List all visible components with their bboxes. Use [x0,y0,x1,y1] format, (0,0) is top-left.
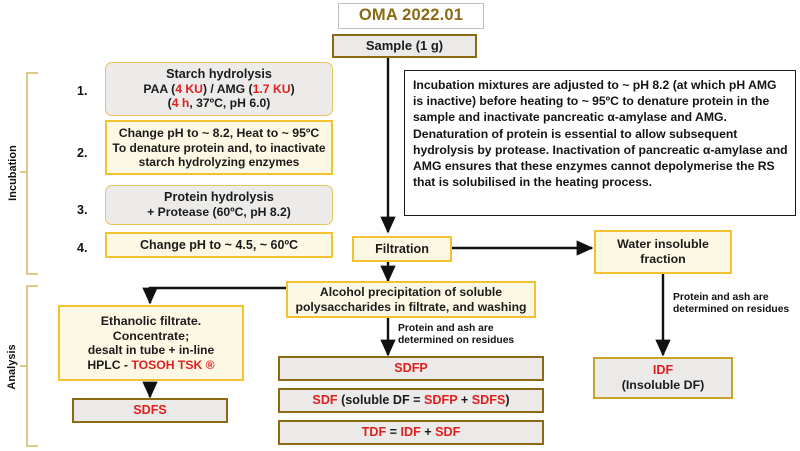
tdf-label: TDF = IDF + SDF [361,425,461,440]
result-box-sdfs: SDFS [72,398,228,423]
step2-line3: starch hydrolyzing enzymes [138,154,300,169]
ethanolic-line2: Concentrate; [112,328,190,343]
ethanolic-line1: Ethanolic filtrate. [100,314,202,329]
filtration-box: Filtration [352,236,452,262]
step1-line3: (4 h, 37ºC, pH 6.0) [167,96,271,111]
incubation-note-box: Incubation mixtures are adjusted to ~ pH… [404,70,796,216]
filtration-label: Filtration [375,241,429,256]
sdf-label: SDF (soluble DF = SDFP + SDFS) [312,393,510,408]
alcohol-precipitation-box: Alcohol precipitation of soluble polysac… [286,281,536,318]
step-box-protein-hydrolysis: Protein hydrolysis + Protease (60ºC, pH … [105,185,333,225]
step-number-3: 3. [77,203,88,217]
step-number-2: 2. [77,146,88,160]
result-box-sdf: SDF (soluble DF = SDFP + SDFS) [278,388,544,413]
section-label-incubation: Incubation [7,145,19,201]
water-insoluble-box: Water insoluble fraction [594,230,732,274]
oma-title-label: OMA 2022.01 [358,6,464,25]
incubation-note-text: Incubation mixtures are adjusted to ~ pH… [413,78,788,190]
step4-line1: Change pH to ~ 4.5, ~ 60ºC [139,237,299,252]
step-box-starch-hydrolysis: Starch hydrolysis PAA (4 KU) / AMG (1.7 … [105,62,333,116]
caption-right-line1: Protein and ash are [673,292,769,303]
water-insoluble-line1: Water insoluble [617,237,709,252]
ethanolic-filtrate-box: Ethanolic filtrate. Concentrate; desalt … [58,305,244,381]
step1-line1: Starch hydrolysis [166,67,272,82]
step3-line1: Protein hydrolysis [164,190,274,205]
section-label-analysis: Analysis [6,344,18,390]
idf-sub-label: (Insoluble DF) [621,378,705,393]
sdfp-label: SDFP [394,361,428,376]
caption-protein-ash-left: Protein and ash are determined on residu… [398,323,548,348]
sample-box: Sample (1 g) [332,34,477,58]
step-box-change-ph-45: Change pH to ~ 4.5, ~ 60ºC [105,232,333,258]
sdfs-label: SDFS [133,403,167,418]
caption-left-line2: determined on residues [398,335,515,347]
ethanolic-line4: HPLC - TOSOH TSK ® [87,357,215,372]
result-box-sdfp: SDFP [278,356,544,381]
idf-label: IDF [652,363,674,378]
step-number-1: 1. [77,84,88,98]
caption-protein-ash-right: Protein and ash are determined on residu… [673,292,800,317]
step-box-change-ph-heat: Change pH to ~ 8.2, Heat to ~ 95ºC To de… [105,120,333,175]
step2-line1: Change pH to ~ 8.2, Heat to ~ 95ºC [118,126,320,141]
step-number-4: 4. [77,241,88,255]
caption-right-line2: determined on residues [673,304,790,316]
result-box-tdf: TDF = IDF + SDF [278,420,544,445]
step1-line2: PAA (4 KU) / AMG (1.7 KU) [143,82,295,97]
sample-label: Sample (1 g) [365,38,444,54]
alcohol-line1: Alcohol precipitation of soluble [319,285,503,300]
step2-line2: To denature protein and, to inactivate [112,140,326,155]
caption-left-line1: Protein and ash are [398,323,494,334]
step3-line2: + Protease (60ºC, pH 8.2) [147,205,291,220]
alcohol-line2: polysaccharides in filtrate, and washing [295,299,527,314]
water-insoluble-line2: fraction [640,252,686,266]
ethanolic-line3: desalt in tube + in-line [87,343,215,358]
oma-title-box: OMA 2022.01 [338,3,484,29]
result-box-idf: IDF (Insoluble DF) [593,357,733,399]
